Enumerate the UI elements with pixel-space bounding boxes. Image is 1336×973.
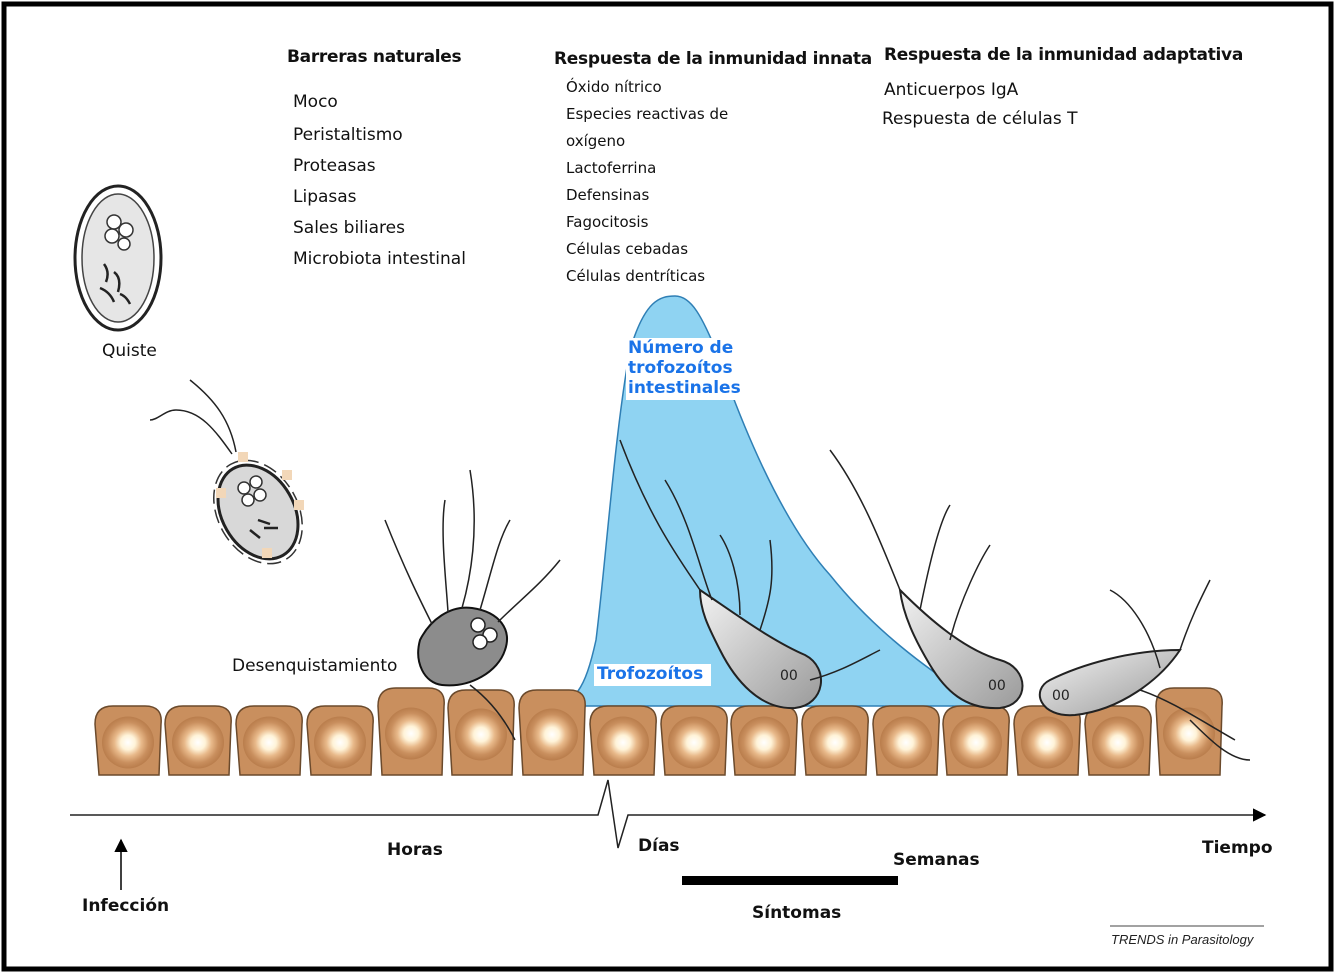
list-item: Fagocitosis	[566, 209, 728, 236]
source-credit: TRENDS in Parasitology	[1111, 932, 1253, 947]
list-item: Sales biliares	[293, 215, 466, 241]
cyst-illustration	[75, 186, 161, 330]
svg-text:00: 00	[1052, 688, 1070, 704]
epithelial-cell-nucleus	[597, 717, 649, 769]
infection-label: Infección	[82, 896, 169, 916]
natural-barriers-list: Moco Peristaltismo Proteasas Lipasas Sal…	[293, 89, 466, 272]
svg-text:00: 00	[988, 678, 1006, 694]
svg-text:00: 00	[780, 668, 798, 684]
list-item: Células cebadas	[566, 236, 728, 263]
timeline-weeks: Semanas	[893, 850, 980, 870]
epithelial-cell-nucleus	[102, 717, 154, 769]
epithelial-cell-nucleus	[880, 717, 932, 769]
epithelial-cell-nucleus	[526, 709, 578, 761]
trophozoites-label: Trofozoítos	[594, 664, 711, 686]
trophozoite-count-line-3: intestinales	[628, 378, 741, 398]
epithelial-cell-nucleus	[243, 717, 295, 769]
adaptive-response-item-tcells: Respuesta de células T	[882, 106, 1077, 132]
epithelial-cell-nucleus	[385, 708, 437, 760]
excystation-label: Desenquistamiento	[232, 653, 397, 679]
list-item: Lipasas	[293, 184, 466, 210]
trophozoite-count-label: Número de trofozoítos intestinales	[626, 338, 745, 400]
innate-response-title: Respuesta de la inmunidad innata	[554, 49, 872, 69]
epithelial-cell-nucleus	[1092, 717, 1144, 769]
epithelial-cell-nucleus	[455, 709, 507, 761]
epithelial-cell-nucleus	[738, 717, 790, 769]
epithelial-cell-nucleus	[314, 717, 366, 769]
list-item: oxígeno	[566, 128, 728, 155]
timeline-time: Tiempo	[1202, 838, 1273, 858]
natural-barriers-title: Barreras naturales	[287, 47, 461, 67]
trophozoite-count-line-2: trofozoítos	[628, 358, 741, 378]
timeline-days: Días	[638, 836, 680, 856]
list-item: Células dentríticas	[566, 263, 728, 290]
epithelial-cell-nucleus	[950, 717, 1002, 769]
list-item: Peristaltismo	[293, 122, 466, 148]
epithelial-cell-nucleus	[1163, 708, 1215, 760]
list-item: Defensinas	[566, 182, 728, 209]
symptoms-label: Síntomas	[752, 903, 841, 923]
adaptive-response-title: Respuesta de la inmunidad adaptativa	[884, 45, 1243, 65]
list-item: Proteasas	[293, 153, 466, 179]
list-item: Moco	[293, 89, 466, 115]
epithelial-cell-nucleus	[809, 717, 861, 769]
epithelial-cell-nucleus	[1021, 717, 1073, 769]
epithelial-cell-nucleus	[668, 717, 720, 769]
list-item: Lactoferrina	[566, 155, 728, 182]
list-item: Microbiota intestinal	[293, 246, 466, 272]
innate-response-list: Óxido nítrico Especies reactivas de oxíg…	[566, 74, 728, 290]
excysting-cell-illustration	[150, 380, 320, 580]
list-item: Óxido nítrico	[566, 74, 728, 101]
trophozoite-count-line-1: Número de	[628, 338, 741, 358]
cyst-label: Quiste	[102, 338, 157, 364]
epithelial-cell-nucleus	[172, 717, 224, 769]
list-item: Especies reactivas de	[566, 101, 728, 128]
timeline-hours: Horas	[387, 840, 443, 860]
symptoms-bar	[682, 876, 898, 885]
adaptive-response-item-iga: Anticuerpos IgA	[884, 77, 1018, 103]
